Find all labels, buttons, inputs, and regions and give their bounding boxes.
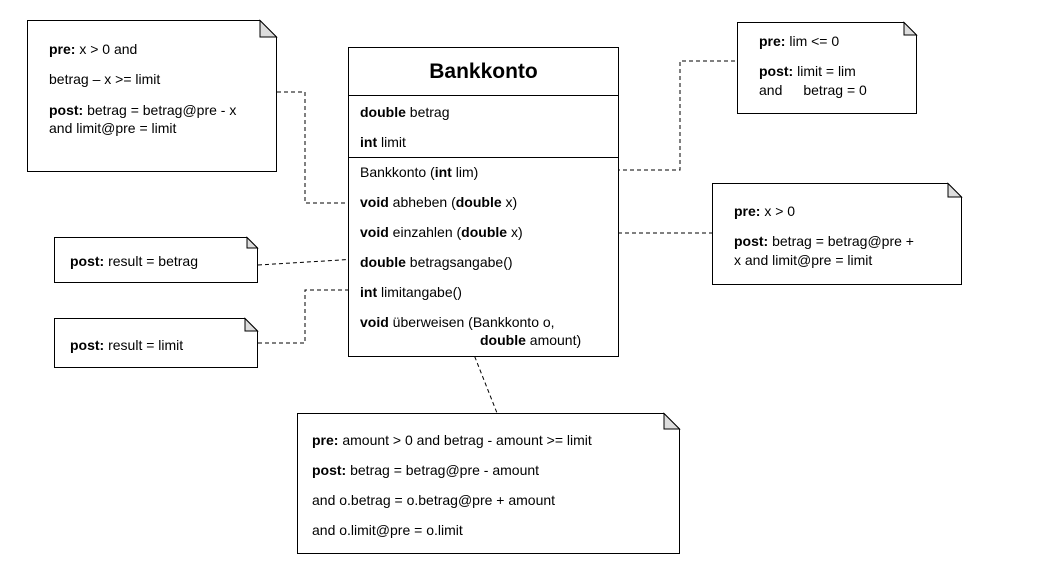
condition-text: betrag = betrag@pre + — [772, 233, 914, 249]
attribute-name: limit — [381, 134, 406, 150]
post-label: post: — [70, 337, 105, 353]
pre-label: pre: — [759, 33, 786, 49]
condition-text: and — [759, 82, 783, 98]
pre-label: pre: — [734, 203, 761, 219]
attribute-type: double — [360, 104, 406, 120]
note-line: post: limit = lim — [759, 63, 856, 80]
condition-text: and o.betrag = o.betrag@pre + amount — [312, 492, 556, 508]
method-constructor: Bankkonto (int lim) — [360, 164, 478, 180]
note-line: and o.betrag = o.betrag@pre + amount — [312, 492, 555, 509]
note-line: pre: x > 0 — [734, 203, 795, 220]
attribute-type: int — [360, 134, 378, 150]
note-line: and o.limit@pre = o.limit — [312, 522, 463, 539]
note-line: post: betrag = betrag@pre + — [734, 233, 914, 250]
note-line: pre: x > 0 and — [49, 41, 137, 58]
condition-text: x > 0 and — [79, 41, 138, 57]
condition-text: result = betrag — [108, 253, 198, 269]
class-title: Bankkonto — [429, 60, 538, 83]
method-limitangabe: int limitangabe() — [360, 284, 462, 300]
condition-text: limit = lim — [797, 63, 856, 79]
param-type: int — [434, 164, 452, 180]
note-frame — [54, 236, 259, 283]
method-abheben: void abheben (double x) — [360, 194, 517, 210]
note-line: and limit@pre = limit — [49, 120, 176, 137]
param-name: amount) — [529, 332, 582, 348]
note-frame — [54, 317, 259, 368]
param-type: double — [461, 224, 508, 240]
attribute-betrag: double betrag — [360, 104, 449, 120]
attribute-limit: int limit — [360, 134, 406, 150]
condition-text: betrag – x >= limit — [49, 71, 161, 87]
method-ueberweisen-continuation: double amount) — [480, 332, 581, 348]
note-ueberweisen: pre: amount > 0 and betrag - amount >= l… — [297, 412, 681, 554]
method-name: überweisen (Bankkonto o, — [392, 314, 555, 330]
note-constructor: pre: lim <= 0 post: limit = lim and betra… — [737, 21, 918, 114]
condition-text: x and limit@pre = limit — [734, 252, 873, 268]
condition-text: and o.limit@pre = o.limit — [312, 522, 463, 538]
connector-betragsangabe — [257, 258, 358, 266]
method-name: Bankkonto ( — [360, 164, 435, 180]
method-ueberweisen: void überweisen (Bankkonto o, — [360, 314, 555, 330]
condition-text: result = limit — [108, 337, 184, 353]
connector-abheben — [277, 91, 357, 204]
condition-text: betrag = betrag@pre - amount — [350, 462, 540, 478]
param-name: x) — [510, 224, 523, 240]
note-line: post: result = limit — [70, 337, 183, 354]
condition-text: and limit@pre = limit — [49, 120, 177, 136]
return-type: int — [360, 284, 378, 300]
pre-label: pre: — [49, 41, 76, 57]
post-label: post: — [70, 253, 105, 269]
post-label: post: — [734, 233, 769, 249]
post-label: post: — [49, 102, 84, 118]
method-einzahlen: void einzahlen (double x) — [360, 224, 523, 240]
param-name: x) — [505, 194, 518, 210]
note-line: betrag – x >= limit — [49, 71, 160, 88]
class-separator-methods — [349, 157, 618, 158]
method-name: einzahlen ( — [392, 224, 462, 240]
param-name: lim) — [455, 164, 479, 180]
return-type: double — [360, 254, 406, 270]
condition-text: betrag = 0 — [803, 82, 867, 98]
condition-text: x > 0 — [764, 203, 796, 219]
note-abheben: pre: x > 0 and betrag – x >= limit post:… — [27, 19, 278, 172]
param-type: double — [455, 194, 502, 210]
connector-limitangabe — [258, 289, 357, 344]
class-separator-attributes — [349, 95, 618, 96]
post-label: post: — [312, 462, 347, 478]
param-type: double — [480, 332, 526, 348]
method-betragsangabe: double betragsangabe() — [360, 254, 513, 270]
note-frame — [712, 182, 963, 285]
note-line: post: result = betrag — [70, 253, 198, 270]
return-type: void — [360, 194, 389, 210]
method-name: betragsangabe() — [409, 254, 513, 270]
return-type: void — [360, 224, 389, 240]
condition-text: betrag = betrag@pre - x — [87, 102, 237, 118]
note-line: and betrag = 0 — [759, 82, 867, 99]
note-line: post: betrag = betrag@pre - amount — [312, 462, 539, 479]
note-line: post: betrag = betrag@pre - x — [49, 102, 236, 119]
note-frame — [27, 19, 278, 172]
method-name: limitangabe() — [381, 284, 462, 300]
post-label: post: — [759, 63, 794, 79]
note-frame — [737, 21, 918, 114]
condition-text: amount > 0 and betrag - amount >= limit — [342, 432, 592, 448]
method-name: abheben ( — [392, 194, 456, 210]
note-limitangabe: post: result = limit — [54, 317, 259, 368]
note-line: x and limit@pre = limit — [734, 252, 872, 269]
condition-text: lim <= 0 — [789, 33, 840, 49]
pre-label: pre: — [312, 432, 339, 448]
attribute-name: betrag — [409, 104, 450, 120]
note-line: pre: amount > 0 and betrag - amount >= l… — [312, 432, 592, 449]
note-betragsangabe: post: result = betrag — [54, 236, 259, 283]
note-frame — [297, 412, 681, 554]
note-line: pre: lim <= 0 — [759, 33, 839, 50]
class-bankkonto: Bankkonto double betrag int limit Bankko… — [348, 47, 619, 357]
return-type: void — [360, 314, 389, 330]
note-einzahlen: pre: x > 0 post: betrag = betrag@pre + x… — [712, 182, 963, 285]
